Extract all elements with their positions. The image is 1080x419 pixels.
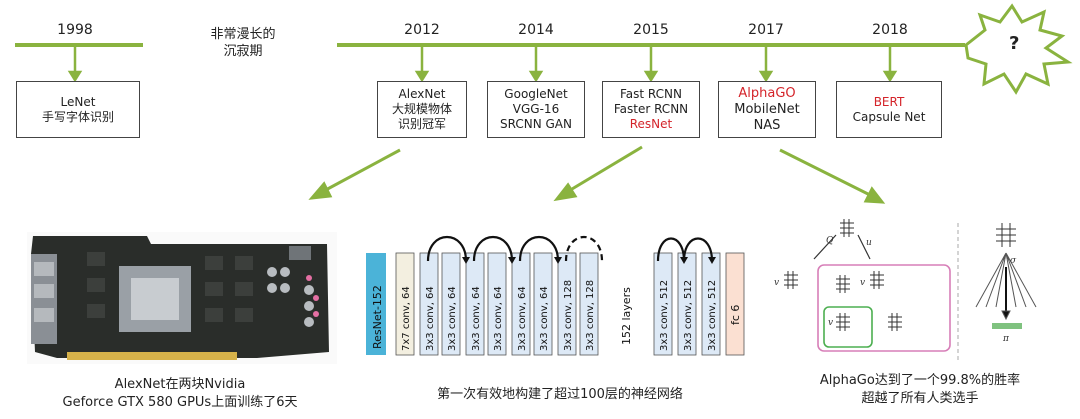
resnet-layer-label: 3x3 conv, 128 [585,280,596,351]
skip-connections [426,235,714,262]
resnet-layer-label: 3x3 conv, 64 [493,286,504,351]
resnet-layer-label: 3x3 conv, 64 [447,286,458,351]
caption-line: AlexNet在两块Nvidia [114,377,246,392]
resnet-layer-box [557,252,577,356]
milestone-line-highlight: ResNet [629,117,673,131]
resnet-diagram: 7x7 conv, 64 3x3 conv, 64 3x3 conv, 64 3x3 … [366,235,745,356]
future-question-mark: ? [1009,33,1020,54]
resnet-tail-layer-box [653,252,673,356]
caption-alphago: AlphaGo达到了一个99.8%的胜率 超越了所有人类选手 [770,372,1070,408]
go-tree-lines [813,234,871,260]
gap-label: 非常漫长的 沉寂期 [188,26,298,60]
milestone-line: 识别冠军 [397,117,446,131]
milestone-line-highlight: AlphaGO [738,85,796,101]
year-2015: 2015 [633,22,669,38]
milestone-line: AlexNet [398,87,446,101]
milestone-line: 大规模物体 [391,102,452,116]
alphago-diagram: Q u v v v σ π [774,219,1037,361]
resnet-tail-layer-box [677,252,697,356]
caption-resnet: 第一次有效地构建了超过100层的神经网络 [380,386,740,404]
value-tree [975,252,1037,321]
milestone-line: Capsule Net [852,109,926,124]
milestone-line: SRCNN GAN [500,117,572,131]
milestone-line: 手写字体识别 [41,109,114,124]
year-2017: 2017 [748,22,784,38]
milestone-line: GoogleNet [504,87,568,101]
pink-region [817,264,951,352]
label-q-1: Q [826,236,834,246]
milestone-lenet: LeNet 手写字体识别 [16,81,140,138]
label-u-1: u [866,238,872,248]
resnet-layer-label: 3x3 conv, 64 [425,286,436,351]
resnet-layer-label: 7x7 conv, 64 [401,286,412,351]
fc-label: fc 6 [729,305,742,325]
resnet-tail-layer-label: 3x3 conv, 512 [707,280,718,351]
skip-arrowheads [462,257,716,264]
gpu-board-image [27,232,337,364]
resnet-tail-layer-label: 3x3 conv, 512 [683,280,694,351]
diagonal-arrows [308,145,886,204]
resnet-layer-box [487,252,507,356]
resnet-layer-label: 3x3 conv, 64 [539,286,550,351]
label-sigma: σ [1010,256,1017,266]
caption-line: 第一次有效地构建了超过100层的神经网络 [437,387,683,402]
year-2014: 2014 [518,22,554,38]
resnet-layer-box [579,252,599,356]
milestone-googlenet: GoogleNet VGG-16 SRCNN GAN [487,81,585,138]
policy-bar [992,323,1022,329]
timeline-graphic [15,3,1073,204]
green-region [823,306,873,348]
go-board-icon [784,219,1016,331]
resnet-layer-box [395,252,415,356]
year-2018: 2018 [872,22,908,38]
gap-label-line-1: 非常漫长的 [210,27,276,42]
resnet-layer-box [533,252,553,356]
fc-box [725,252,745,356]
caption-line: Geforce GTX 580 GPUs上面训练了6天 [62,395,298,410]
caption-line: AlphaGo达到了一个99.8%的胜率 [819,373,1021,388]
year-1998: 1998 [57,22,93,38]
caption-alexnet: AlexNet在两块Nvidia Geforce GTX 580 GPUs上面训… [20,376,340,412]
label-pi: π [1002,334,1010,344]
milestone-alexnet: AlexNet 大规模物体 识别冠军 [377,81,467,138]
resnet-middle-label: 152 layers [620,287,633,345]
gap-label-line-2: 沉寂期 [223,44,263,59]
milestone-line: Faster RCNN [613,102,689,116]
milestone-bert: BERT Capsule Net [836,81,942,138]
resnet-side-label: ResNet-152 [371,285,384,349]
resnet-side-box [366,253,386,355]
resnet-layer-box [441,252,461,356]
milestone-line: LeNet [60,94,96,109]
year-arrows [67,45,898,83]
milestone-fast-rcnn: Fast RCNN Faster RCNN ResNet [602,81,700,138]
milestone-line-highlight: BERT [873,94,905,109]
milestone-line: NAS [753,117,781,133]
caption-line: 超越了所有人类选手 [861,391,979,406]
resnet-layer-label: 3x3 conv, 128 [563,280,574,351]
milestone-line: VGG-16 [512,102,560,116]
label-v-2: v [860,278,865,288]
year-2012: 2012 [404,22,440,38]
milestone-line: Fast RCNN [620,87,682,101]
milestone-alphago: AlphaGO MobileNet NAS [718,81,816,138]
label-v-1: v [774,278,779,288]
label-v-3: v [828,318,833,328]
resnet-layer-label: 3x3 conv, 64 [471,286,482,351]
future-starburst [964,3,1073,95]
resnet-layer-label: 3x3 conv, 64 [517,286,528,351]
milestone-line: MobileNet [734,101,800,117]
resnet-tail-layer-label: 3x3 conv, 512 [659,280,670,351]
